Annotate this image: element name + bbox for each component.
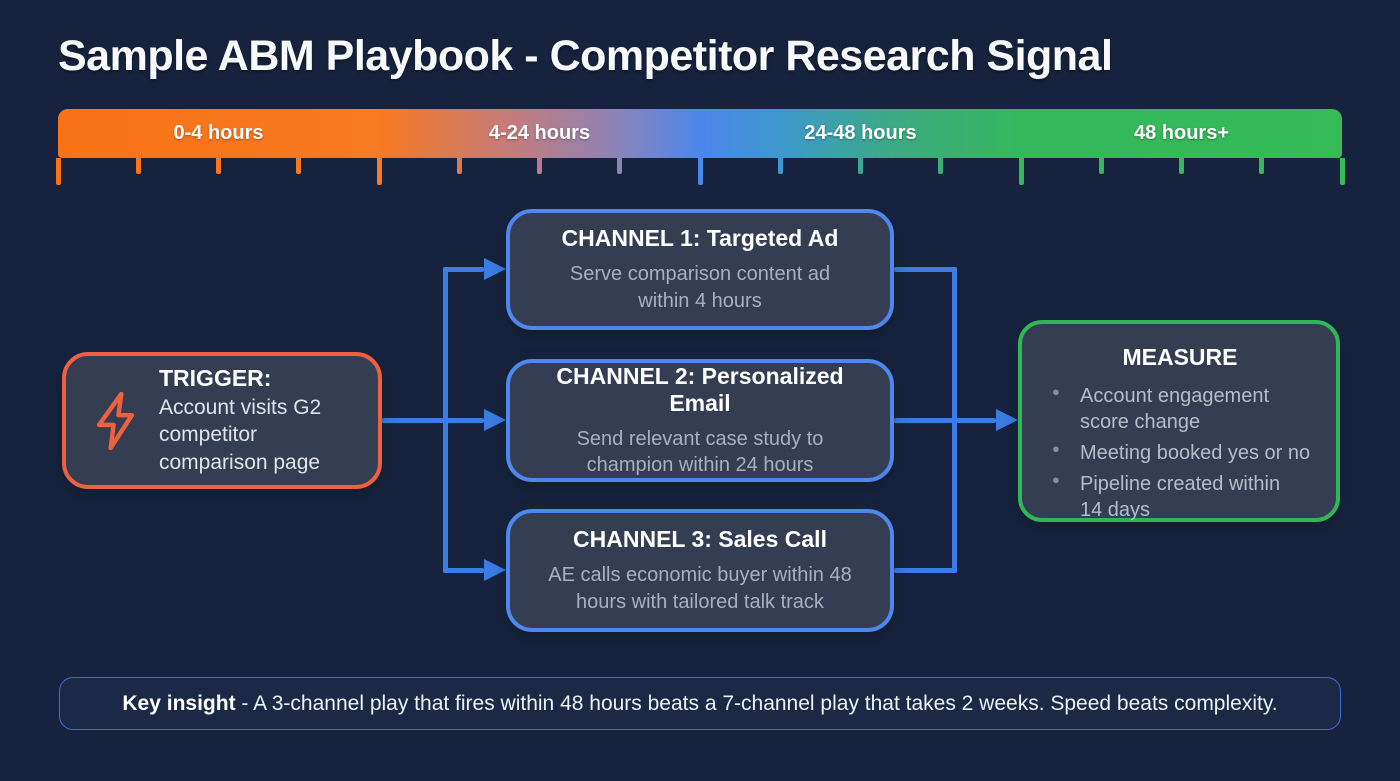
timeline-tick [537,158,542,174]
key-insight-text: Key insight - A 3-channel play that fire… [122,692,1277,716]
trigger-body: Account visits G2 competitor comparison … [159,396,322,474]
measure-title: MEASURE [1122,344,1238,370]
channel-1-box: CHANNEL 1: Targeted Ad Serve comparison … [506,209,894,330]
timeline-tick [1339,158,1345,185]
connector-trigger-out [382,418,484,423]
timeline-segment-24-48: 24-48 hours [804,122,917,144]
timeline-segment-0-4: 0-4 hours [173,122,264,144]
key-insight-body: - A 3-channel play that fires within 48 … [235,691,1278,715]
arrow-into-channel-1-icon [484,258,506,280]
channel-3-box: CHANNEL 3: Sales Call AE calls economic … [506,509,894,632]
timeline-bar: 0-4 hours 4-24 hours 24-48 hours 48 hour… [58,109,1342,158]
page-title: Sample ABM Playbook - Competitor Researc… [58,32,1113,80]
timeline-tick [777,158,783,174]
arrow-into-measure-icon [996,409,1018,431]
timeline-tick [1179,158,1184,174]
timeline-tick [938,158,944,174]
connector-channel2-out [894,418,996,423]
timeline-ticks [55,158,1345,188]
connector-left-vertical [443,267,448,573]
connector-branch-top [443,267,484,272]
arrow-into-channel-2-icon [484,409,506,431]
measure-box: MEASURE Account engagement score change … [1018,320,1340,522]
timeline-tick [697,158,703,185]
timeline-tick [456,158,462,174]
timeline-tick [858,158,863,174]
channel-2-box: CHANNEL 2: Personalized Email Send relev… [506,359,894,482]
timeline-tick [1098,158,1104,174]
timeline-tick [55,158,61,185]
timeline-tick [617,158,623,174]
measure-item: Account engagement score change [1044,383,1316,435]
trigger-heading: TRIGGER: [159,365,272,392]
channel-3-title: CHANNEL 3: Sales Call [573,526,827,553]
channel-2-title: CHANNEL 2: Personalized Email [556,362,844,416]
trigger-text: TRIGGER: Account visits G2 competitor co… [159,365,321,476]
measure-item: Pipeline created within 14 days [1044,471,1316,523]
timeline-tick [296,158,302,174]
lightning-bolt-icon [96,391,135,450]
trigger-box: TRIGGER: Account visits G2 competitor co… [62,352,382,489]
measure-item: Meeting booked yes or no [1044,440,1316,466]
timeline-tick [216,158,221,174]
timeline-tick [1018,158,1024,185]
channel-3-desc: AE calls economic buyer within 48 hours … [548,564,852,613]
timeline-segment-4-24: 4-24 hours [488,122,591,144]
timeline-tick [135,158,141,174]
timeline-tick [376,158,382,185]
timeline-tick [1259,158,1265,174]
timeline-segment-48plus: 48 hours+ [1133,122,1230,144]
connector-channel3-out [894,568,957,573]
key-insight-lead: Key insight [122,691,236,715]
measure-list: Account engagement score change Meeting … [1044,383,1316,523]
key-insight-box: Key insight - A 3-channel play that fire… [59,677,1341,730]
channel-1-title: CHANNEL 1: Targeted Ad [561,225,839,252]
connector-channel1-out [894,267,957,272]
channel-1-desc: Serve comparison content ad within 4 hou… [569,263,831,312]
channel-2-desc: Send relevant case study to champion wit… [576,427,824,476]
connector-branch-bottom [443,568,484,573]
arrow-into-channel-3-icon [484,559,506,581]
